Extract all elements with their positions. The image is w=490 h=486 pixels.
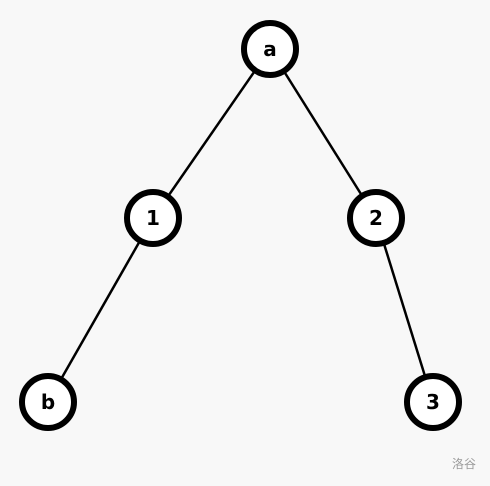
edge-a-1 (151, 48, 272, 219)
nodes-layer: a 1 2 b 3 (19, 20, 462, 431)
watermark-text: 洛谷 (451, 457, 476, 471)
node-circle-b (19, 373, 77, 431)
node-b: b (19, 373, 77, 431)
edge-2-3 (374, 217, 435, 403)
node-1: 1 (124, 189, 182, 247)
node-label-b: b (41, 390, 55, 414)
node-label-1: 1 (146, 206, 160, 230)
edge-1-b (46, 217, 155, 403)
node-circle-1 (124, 189, 182, 247)
node-label-2: 2 (369, 206, 383, 230)
node-circle-3 (404, 373, 462, 431)
node-label-a: a (263, 37, 277, 61)
edge-a-2 (268, 48, 378, 219)
edges-layer (46, 48, 435, 403)
node-label-3: 3 (426, 390, 440, 414)
node-circle-a (241, 20, 299, 78)
node-circle-2 (347, 189, 405, 247)
node-3: 3 (404, 373, 462, 431)
node-a: a (241, 20, 299, 78)
node-2: 2 (347, 189, 405, 247)
